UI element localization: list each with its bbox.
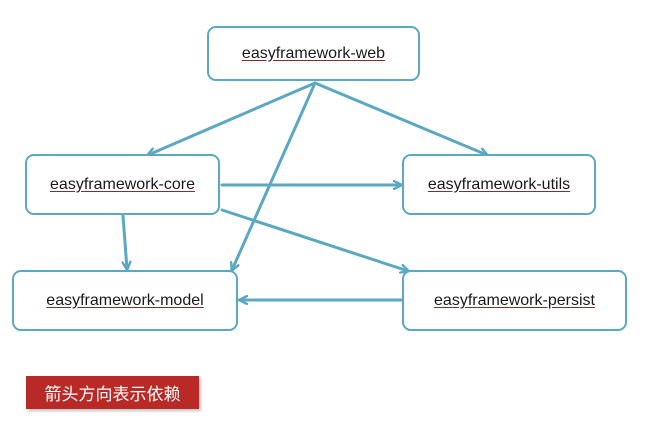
node-easyframework-utils: easyframework-utils <box>402 154 596 215</box>
arrow-web-to-model <box>232 81 317 270</box>
arrow-web-to-core <box>148 81 317 155</box>
node-label-web: easyframework-web <box>241 44 386 62</box>
node-label-model: easyframework-model <box>46 291 204 309</box>
arrow-core-to-persist <box>220 208 408 271</box>
arrow-web-to-utils <box>313 81 487 155</box>
node-easyframework-persist: easyframework-persist <box>402 270 627 331</box>
node-label-core: easyframework-core <box>50 175 195 193</box>
node-easyframework-web: easyframework-web <box>207 26 420 81</box>
arrow-core-to-model <box>123 214 127 269</box>
node-easyframework-model: easyframework-model <box>12 270 238 331</box>
node-label-utils: easyframework-utils <box>427 175 571 193</box>
node-label-persist: easyframework-persist <box>434 291 595 309</box>
node-easyframework-core: easyframework-core <box>25 154 220 215</box>
legend-note: 箭头方向表示依赖 <box>26 376 199 409</box>
